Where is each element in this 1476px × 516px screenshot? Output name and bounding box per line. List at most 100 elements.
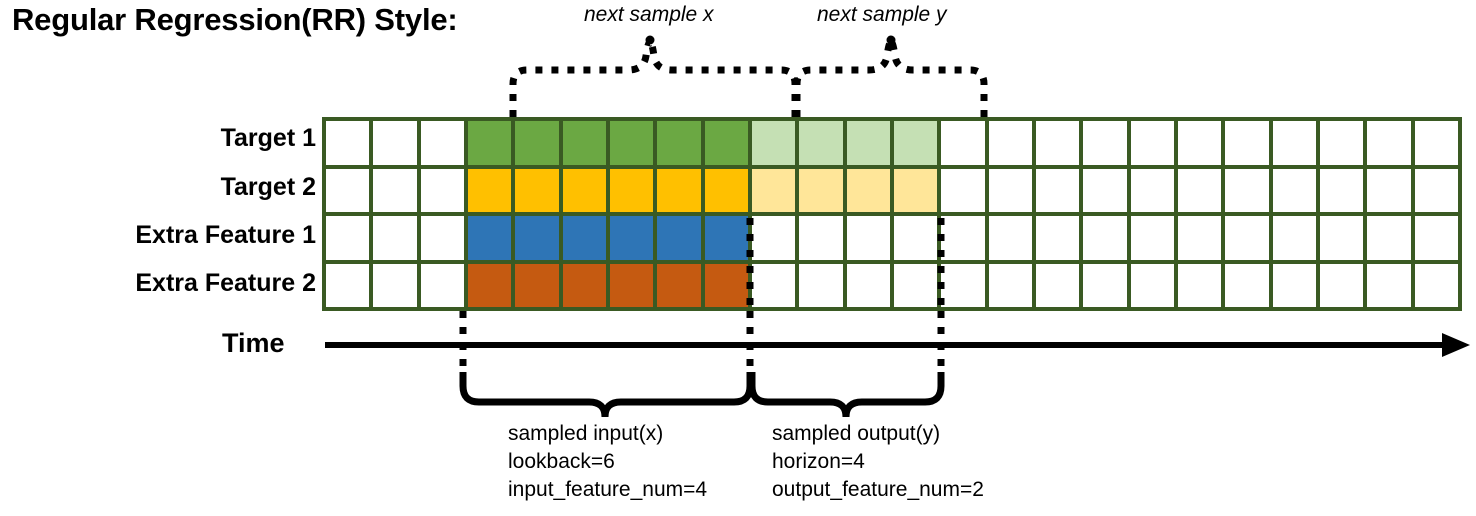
time-axis-label: Time bbox=[222, 328, 285, 358]
top-brace-y-tip bbox=[886, 35, 896, 45]
grid-cell bbox=[988, 263, 1032, 307]
grid-cell bbox=[1367, 121, 1411, 165]
bottom-brace-sampled-output bbox=[748, 372, 945, 418]
top-brace-next-sample-x bbox=[509, 38, 799, 117]
sampled-input-line-2: lookback=6 bbox=[508, 450, 615, 473]
sampled-input-caption: sampled input(x) lookback=6 input_featur… bbox=[508, 420, 707, 504]
time-axis-arrow bbox=[325, 333, 1470, 357]
grid-cell bbox=[326, 216, 370, 260]
grid-cell bbox=[1130, 216, 1174, 260]
grid-cell bbox=[1367, 263, 1411, 307]
grid-cell bbox=[515, 216, 559, 260]
grid-cell bbox=[988, 216, 1032, 260]
grid-cell bbox=[1177, 216, 1222, 260]
grid-cell bbox=[609, 168, 654, 212]
grid-cell bbox=[1414, 168, 1458, 212]
sampled-output-line-2: horizon=4 bbox=[772, 450, 865, 473]
sampled-output-line-1: sampled output(y) bbox=[772, 422, 941, 445]
bottom-guide-lines bbox=[459, 311, 945, 372]
timeline-grid bbox=[322, 117, 1462, 311]
grid-cell bbox=[751, 168, 796, 212]
grid-cell bbox=[515, 263, 559, 307]
grid-cell bbox=[373, 216, 417, 260]
next-sample-x-caption: next sample x bbox=[584, 3, 714, 26]
grid-cell bbox=[1130, 263, 1174, 307]
grid-cell bbox=[326, 121, 370, 165]
grid-cell bbox=[1177, 121, 1222, 165]
grid-cell bbox=[1367, 216, 1411, 260]
grid-cell bbox=[1083, 121, 1127, 165]
grid-cell bbox=[1319, 263, 1364, 307]
sampled-input-line-1: sampled input(x) bbox=[508, 422, 664, 445]
grid-cell bbox=[562, 168, 606, 212]
sampled-input-line-3: input_feature_num=4 bbox=[508, 478, 708, 501]
grid-cell bbox=[326, 168, 370, 212]
row-label-target-1: Target 1 bbox=[220, 124, 316, 152]
sampled-output-line-3: output_feature_num=2 bbox=[772, 478, 984, 501]
page-title: Regular Regression(RR) Style: bbox=[12, 2, 458, 37]
grid-cell bbox=[657, 168, 701, 212]
grid-cell bbox=[1319, 168, 1364, 212]
grid-cell bbox=[799, 121, 843, 165]
grid-cell bbox=[467, 168, 512, 212]
grid-cell bbox=[420, 216, 464, 260]
grid-cell bbox=[657, 263, 701, 307]
grid-cell bbox=[1414, 263, 1458, 307]
grid-cell bbox=[751, 121, 796, 165]
grid-cell bbox=[420, 168, 464, 212]
grid-cell bbox=[467, 121, 512, 165]
grid-cell bbox=[846, 263, 890, 307]
grid-cell bbox=[1225, 216, 1269, 260]
grid-cell bbox=[799, 168, 843, 212]
grid-cell bbox=[751, 216, 796, 260]
grid-cell bbox=[1272, 263, 1316, 307]
top-brace-x-tip bbox=[645, 35, 655, 45]
grid-cell bbox=[1130, 121, 1174, 165]
grid-cell bbox=[609, 121, 654, 165]
grid-cell bbox=[893, 168, 938, 212]
grid-cell bbox=[1272, 216, 1316, 260]
grid-cell bbox=[1083, 263, 1127, 307]
grid-cell bbox=[1177, 263, 1222, 307]
grid-cell bbox=[1035, 168, 1080, 212]
row-label-extra-feature-1: Extra Feature 1 bbox=[135, 221, 316, 249]
bottom-brace-sampled-input bbox=[459, 372, 754, 418]
grid-cell bbox=[657, 121, 701, 165]
grid-cell bbox=[1130, 168, 1174, 212]
grid-cell bbox=[515, 168, 559, 212]
grid-cell bbox=[373, 168, 417, 212]
grid-cell bbox=[751, 263, 796, 307]
grid-cell bbox=[1414, 121, 1458, 165]
grid-cell bbox=[988, 168, 1032, 212]
grid-cell bbox=[420, 263, 464, 307]
grid-cell bbox=[1367, 168, 1411, 212]
grid-cell bbox=[1083, 216, 1127, 260]
grid-cell bbox=[1177, 168, 1222, 212]
grid-cell bbox=[562, 121, 606, 165]
grid-cell bbox=[1225, 168, 1269, 212]
grid-cell bbox=[1083, 168, 1127, 212]
grid-cell bbox=[988, 121, 1032, 165]
grid-cell bbox=[704, 216, 748, 260]
grid-cell bbox=[326, 263, 370, 307]
grid-cell bbox=[893, 216, 938, 260]
grid-cell bbox=[704, 121, 748, 165]
top-brace-next-sample-y bbox=[793, 38, 988, 117]
grid-cell bbox=[893, 121, 938, 165]
grid-cell bbox=[799, 263, 843, 307]
grid-cell bbox=[562, 263, 606, 307]
grid-cell bbox=[846, 216, 890, 260]
grid-cell bbox=[941, 263, 985, 307]
grid-cell bbox=[373, 263, 417, 307]
grid-cell bbox=[1319, 121, 1364, 165]
grid-cell bbox=[657, 216, 701, 260]
grid-cell bbox=[1319, 216, 1364, 260]
grid-cell bbox=[373, 121, 417, 165]
grid-cell bbox=[1035, 263, 1080, 307]
grid-cell bbox=[1272, 121, 1316, 165]
grid-cell bbox=[704, 263, 748, 307]
grid-cell bbox=[1035, 216, 1080, 260]
grid-cell bbox=[609, 216, 654, 260]
grid-cell bbox=[609, 263, 654, 307]
grid-cell bbox=[1225, 121, 1269, 165]
